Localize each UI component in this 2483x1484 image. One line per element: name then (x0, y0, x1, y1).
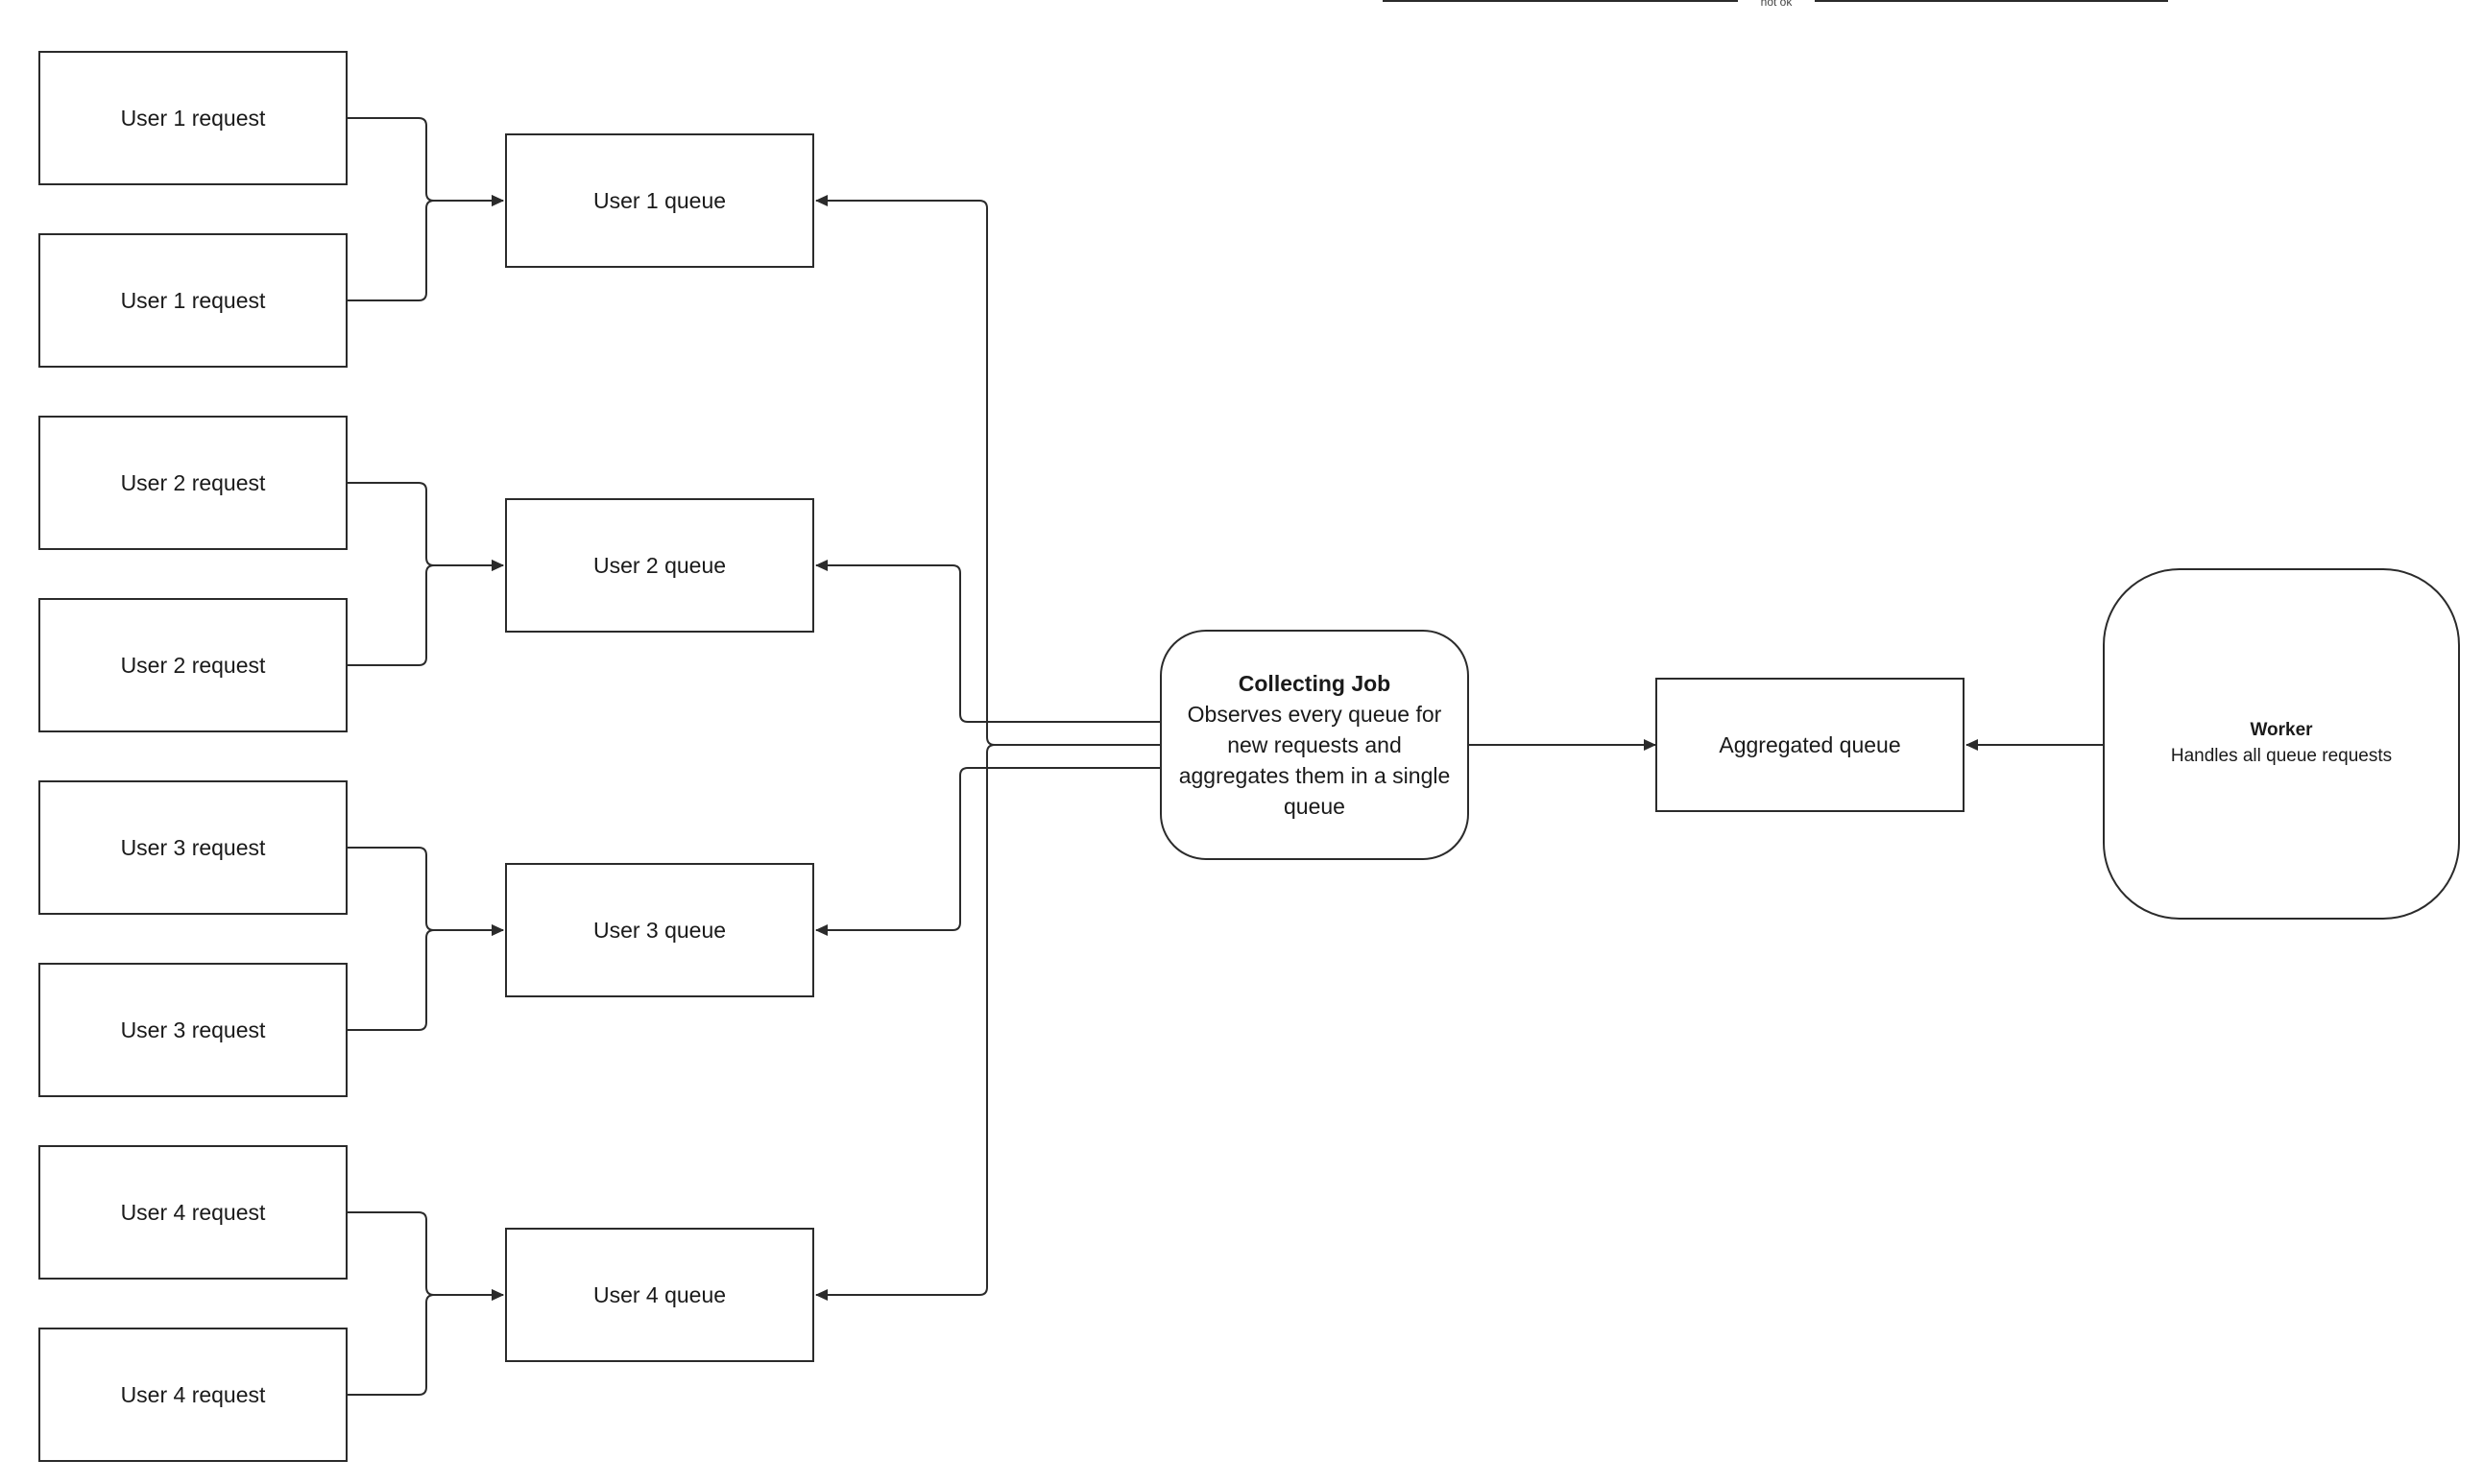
edge-request-1b-to-queue-1 (348, 195, 504, 301)
user-1-request-node[interactable]: User 1 request (38, 51, 348, 185)
node-label: User 3 request (120, 834, 266, 860)
worker-title: Worker (2250, 720, 2313, 741)
user-2-request-node[interactable]: User 2 request (38, 416, 348, 550)
user-4-request-node[interactable]: User 4 request (38, 1145, 348, 1280)
user-4-request-node[interactable]: User 4 request (38, 1328, 348, 1462)
node-label: User 4 request (120, 1381, 266, 1407)
collecting-job-title: Collecting Job (1238, 670, 1391, 696)
edge-job-to-queue-3 (815, 767, 1160, 936)
user-2-request-node[interactable]: User 2 request (38, 598, 348, 732)
collecting-job-description: Observes every queue for new requests an… (1178, 701, 1451, 820)
node-label: User 1 request (120, 105, 266, 131)
worker-description: Handles all queue requests (2170, 746, 2393, 766)
node-label: User 4 queue (592, 1281, 727, 1307)
node-label: User 3 queue (592, 917, 727, 943)
user-4-queue-node[interactable]: User 4 queue (505, 1228, 814, 1362)
edge-request-3b-to-queue-3 (348, 924, 504, 1031)
worker-node[interactable]: Worker Handles all queue requests (2103, 568, 2460, 920)
node-label: User 3 request (120, 1017, 266, 1042)
collecting-job-node[interactable]: Collecting Job Observes every queue for … (1160, 630, 1469, 860)
node-label: Aggregated queue (1719, 731, 1901, 757)
edge-job-to-queue-2 (815, 560, 1160, 723)
edge-request-3a-to-queue-3 (348, 847, 504, 936)
edge-request-2a-to-queue-2 (348, 482, 504, 571)
edge-request-4a-to-queue-4 (348, 1211, 504, 1301)
node-label: User 2 queue (592, 552, 727, 578)
edge-request-2b-to-queue-2 (348, 560, 504, 666)
edge-request-1a-to-queue-1 (348, 117, 504, 206)
node-label: User 2 request (120, 652, 266, 678)
edge-job-to-queue-1 (815, 195, 1160, 746)
edge-label-top: not ok (1738, 0, 1815, 8)
node-label: User 4 request (120, 1199, 266, 1225)
user-3-request-node[interactable]: User 3 request (38, 780, 348, 915)
user-3-queue-node[interactable]: User 3 queue (505, 863, 814, 997)
user-1-request-node[interactable]: User 1 request (38, 233, 348, 368)
user-3-request-node[interactable]: User 3 request (38, 963, 348, 1097)
edge-job-to-queue-4 (815, 744, 1160, 1301)
user-1-queue-node[interactable]: User 1 queue (505, 133, 814, 268)
node-label: User 2 request (120, 469, 266, 495)
edge-request-4b-to-queue-4 (348, 1289, 504, 1396)
aggregated-queue-node[interactable]: Aggregated queue (1655, 678, 1965, 812)
node-label: User 1 queue (592, 187, 727, 213)
user-2-queue-node[interactable]: User 2 queue (505, 498, 814, 633)
node-label: User 1 request (120, 287, 266, 313)
